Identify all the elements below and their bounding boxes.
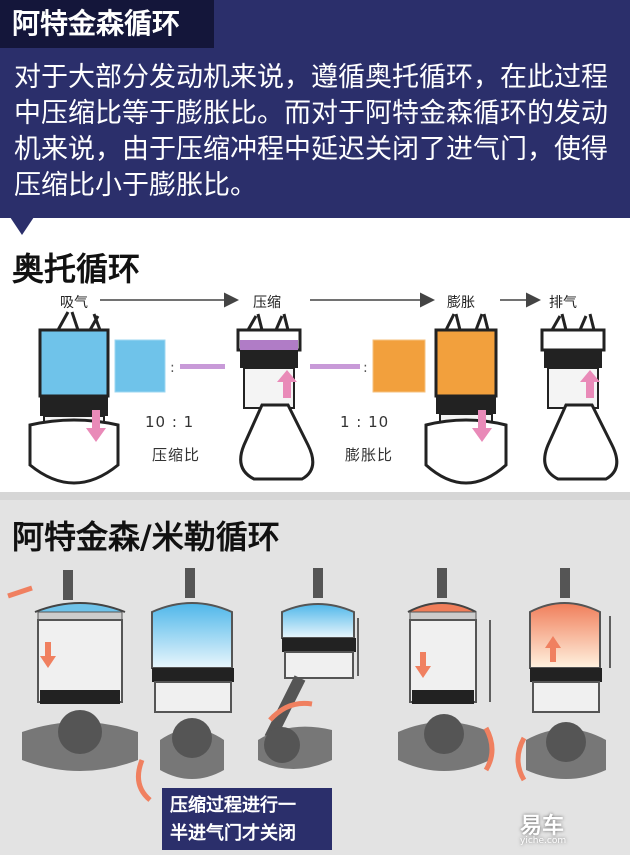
stage-exhaust-label: 排气 xyxy=(549,295,577,311)
header-pointer xyxy=(10,217,34,235)
otto-title: 奥托循环 xyxy=(12,250,141,288)
section-divider xyxy=(0,492,630,500)
otto-engine-expansion xyxy=(424,313,508,485)
caption-line-1: 压缩过程进行一 xyxy=(170,795,296,816)
yiche-logo: 易车 yiche.com xyxy=(520,808,566,846)
atkinson-engine-1 xyxy=(7,570,138,771)
expansion-volume-small xyxy=(310,364,360,369)
stage-intake-label: 吸气 xyxy=(60,295,88,311)
atkinson-engine-3 xyxy=(258,568,359,769)
svg-text::: : xyxy=(363,360,368,376)
atkinson-title: 阿特金森/米勒循环 xyxy=(12,518,280,556)
compression-ratio-label: 压缩比 xyxy=(152,446,201,464)
compression-ratio-value: 10 : 1 xyxy=(145,413,195,431)
atkinson-engine-5 xyxy=(515,568,611,782)
stage-expansion-label: 膨胀 xyxy=(447,295,475,311)
atkinson-engine-2 xyxy=(135,568,234,802)
expansion-volume-large xyxy=(372,339,426,393)
caption-box: 压缩过程进行一 半进气门才关闭 xyxy=(162,788,332,850)
caption-line-2: 半进气门才关闭 xyxy=(170,823,296,844)
header-title: 阿特金森循环 xyxy=(0,0,214,48)
expansion-ratio-label: 膨胀比 xyxy=(345,446,394,464)
compression-volume-small xyxy=(180,364,225,369)
header-description: 对于大部分发动机来说，遵循奥托循环，在此过程中压缩比等于膨胀比。而对于阿特金森循… xyxy=(14,62,608,201)
compression-volume-large xyxy=(114,339,166,393)
atkinson-engine-4 xyxy=(398,568,495,772)
otto-engine-intake xyxy=(28,311,120,485)
otto-engine-compression xyxy=(236,313,315,481)
expansion-ratio-value: 1 : 10 xyxy=(340,413,390,431)
header-panel: 阿特金森循环 对于大部分发动机来说，遵循奥托循环，在此过程中压缩比等于膨胀比。而… xyxy=(0,0,630,218)
otto-engine-exhaust xyxy=(540,313,619,481)
logo-brand: 易车 xyxy=(520,814,565,839)
svg-text::: : xyxy=(170,360,175,376)
stage-compression-label: 压缩 xyxy=(253,295,281,311)
logo-site: yiche.com xyxy=(520,836,567,846)
